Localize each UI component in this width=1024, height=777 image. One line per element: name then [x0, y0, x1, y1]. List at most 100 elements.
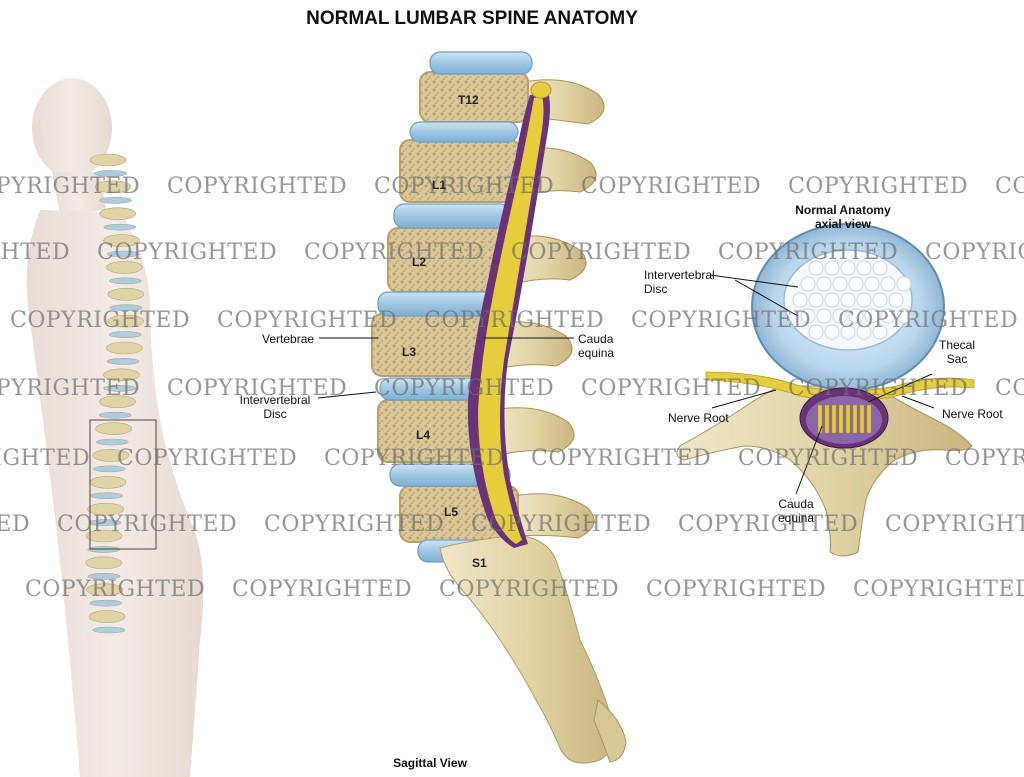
mini-vertebra — [107, 314, 145, 328]
nucleus-lobule — [888, 292, 904, 308]
label-vertebrae: Vertebrae — [262, 332, 315, 346]
rootlet — [859, 404, 865, 434]
nucleus-lobule — [856, 292, 872, 308]
page-title: NORMAL LUMBAR SPINE ANATOMY — [306, 8, 638, 29]
mini-vertebra — [99, 395, 136, 409]
mini-disc — [108, 331, 142, 338]
mini-vertebra — [107, 287, 145, 301]
vertebral-body — [399, 139, 521, 203]
nucleus-lobule — [808, 292, 824, 308]
leader-lines — [317, 274, 935, 495]
conus-medullaris — [530, 81, 552, 99]
nucleus-lobule — [872, 324, 888, 340]
nucleus-lobule — [800, 276, 816, 292]
nucleus-lobule — [880, 308, 896, 324]
nerve-root-band — [705, 371, 975, 402]
mini-vertebra — [94, 180, 132, 194]
nucleus-lobule — [840, 292, 856, 308]
mini-vertebra — [106, 261, 143, 274]
mini-disc — [90, 492, 124, 500]
nucleus-lobule — [856, 324, 872, 340]
nucleus-lobule — [896, 276, 912, 292]
nucleus-lobule — [832, 308, 848, 324]
nucleus-lobule — [840, 324, 856, 340]
mini-disc — [95, 438, 129, 446]
nucleus-lobule — [808, 260, 824, 276]
nucleus-texture — [792, 260, 912, 340]
nucleus-lobule — [872, 292, 888, 308]
mini-disc — [94, 170, 127, 177]
nucleus-lobule — [824, 260, 840, 276]
mini-vertebra — [92, 449, 130, 462]
level-label-t12: T12 — [458, 93, 479, 107]
nucleus-lobule — [856, 260, 872, 276]
nucleus-lobule — [864, 308, 880, 324]
zoom-box — [89, 419, 157, 550]
nucleus-lobule — [832, 276, 848, 292]
level-label-l3: L3 — [402, 345, 417, 359]
intervertebral-disc — [429, 51, 533, 75]
nucleus-lobule — [840, 260, 856, 276]
mini-disc — [87, 572, 121, 580]
mini-disc — [88, 519, 122, 526]
nucleus-lobule — [896, 308, 912, 324]
spinous-process — [493, 407, 575, 457]
rootlet — [852, 404, 858, 434]
level-label-l5: L5 — [444, 505, 459, 519]
rootlet — [845, 404, 851, 434]
sagittal-spine — [371, 51, 627, 764]
rootlet — [824, 404, 830, 434]
level-label-l1: L1 — [432, 178, 447, 192]
nucleus-lobule — [864, 276, 880, 292]
rootlet — [866, 404, 872, 434]
mini-disc — [93, 465, 126, 473]
mini-disc — [98, 411, 132, 419]
mini-vertebra — [85, 529, 123, 543]
label-nerve-root-left: Nerve Root — [668, 411, 729, 425]
mini-vertebra — [99, 207, 137, 221]
rootlet — [831, 404, 837, 434]
nucleus-lobule — [824, 324, 840, 340]
intervertebral-disc — [393, 203, 511, 229]
mini-vertebra — [105, 341, 143, 355]
coccyx — [593, 699, 627, 763]
mini-disc — [92, 626, 126, 634]
nucleus-lobule — [792, 292, 808, 308]
spinous-process — [513, 493, 595, 539]
mini-vertebra — [85, 556, 123, 570]
intervertebral-disc — [409, 121, 519, 143]
mini-vertebra — [103, 234, 140, 247]
nucleus-lobule — [808, 324, 824, 340]
mini-disc — [99, 196, 132, 204]
mini-vertebra — [89, 475, 127, 489]
mini-vertebra — [86, 583, 123, 597]
axial-cauda-rootlets — [817, 404, 872, 434]
nucleus-lobule — [872, 260, 888, 276]
mini-disc — [103, 223, 137, 231]
level-label-l2: L2 — [412, 255, 427, 269]
rootlet — [838, 404, 844, 434]
mini-vertebra — [95, 422, 132, 435]
nucleus-lobule — [816, 308, 832, 324]
sacrum — [439, 534, 614, 764]
mini-disc — [109, 304, 143, 312]
mini-disc — [106, 358, 140, 365]
vertebral-arch — [676, 382, 973, 557]
mini-vertebra — [89, 153, 127, 167]
nucleus-lobule — [848, 276, 864, 292]
rootlet — [817, 404, 823, 434]
axial-view — [676, 223, 975, 557]
cauda-equina-fibers — [478, 96, 544, 544]
nucleus-lobule — [880, 276, 896, 292]
nucleus-lobule — [848, 308, 864, 324]
sagittal-view-caption: Sagittal View — [393, 756, 467, 770]
mini-vertebra — [88, 610, 126, 623]
